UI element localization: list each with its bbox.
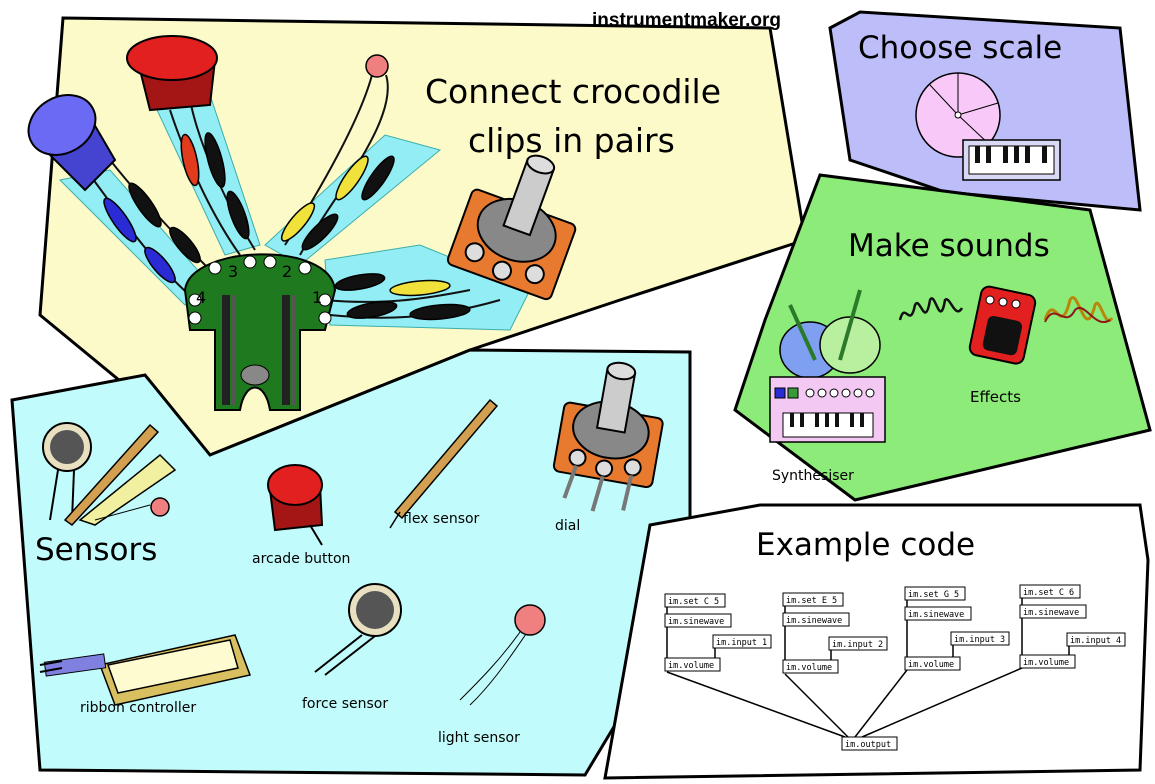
code-sine-2-text: im.sinewave — [786, 616, 842, 626]
ribbon-controller-icon — [39, 634, 252, 706]
patch-cables — [666, 598, 1070, 738]
code-volume-1-text: im.volume — [668, 661, 714, 671]
code-sine-1-box — [664, 613, 732, 628]
code-volume-1-box — [664, 657, 721, 672]
code-title: Example code — [756, 527, 975, 563]
label-dial: dial — [555, 518, 580, 534]
dial-sensor-icon — [552, 361, 664, 512]
flex-sensor-icon — [389, 398, 499, 529]
light-sensor-icon — [459, 604, 546, 706]
code-input-1-box — [712, 634, 772, 649]
board-number-1: 1 — [312, 288, 322, 307]
red-arcade-button — [126, 35, 218, 112]
code-boxes: im.set C 5 im.sinewave im.input 1 im.volume… — [664, 584, 1126, 751]
sensors-panel: Sensors arcade button flex sensor — [10, 348, 692, 777]
pie-dial-icon — [915, 72, 1001, 158]
code-input-4-text: im.input 4 — [1070, 636, 1121, 646]
code-input-4-box — [1066, 632, 1126, 647]
label-force-sensor: force sensor — [302, 696, 388, 712]
code-input-1-text: im.input 1 — [716, 638, 767, 648]
connect-panel: Connect crocodile clips in pairs — [27, 16, 807, 457]
code-input-3-box — [950, 631, 1010, 646]
connect-title-line2: clips in pairs — [468, 121, 675, 160]
code-set-4-text: im.set C 6 — [1023, 588, 1074, 598]
label-flex-sensor: flex sensor — [403, 511, 480, 527]
code-set-2-text: im.set E 5 — [786, 596, 837, 606]
sounds-panel: Make sounds Synthesiser — [733, 173, 1152, 502]
label-light-sensor: light sensor — [438, 730, 520, 746]
connect-title-line1: Connect crocodile — [425, 72, 721, 111]
scale-title: Choose scale — [858, 30, 1062, 66]
label-arcade-button: arcade button — [252, 551, 350, 567]
code-set-1-text: im.set C 5 — [668, 597, 719, 607]
wave-icon — [898, 297, 964, 321]
code-input-2-box — [828, 636, 888, 651]
site-name: instrumentmaker.org — [592, 10, 781, 31]
code-set-3-text: im.set G 5 — [908, 590, 959, 600]
code-sine-4-text: im.sinewave — [1023, 608, 1079, 618]
crocodile-clips — [103, 132, 471, 321]
keyboard-icon — [962, 139, 1061, 181]
board-number-4: 4 — [196, 288, 206, 307]
code-volume-2-text: im.volume — [786, 663, 832, 673]
synth-label: Synthesiser — [772, 468, 854, 484]
code-sine-1-text: im.sinewave — [668, 617, 724, 627]
code-sine-3-text: im.sinewave — [908, 610, 964, 620]
code-volume-4-box — [1019, 654, 1076, 669]
blue-arcade-button — [27, 94, 117, 192]
code-output-text: im.output — [845, 740, 891, 750]
microcontroller-board: 4 3 2 1 — [183, 253, 337, 411]
arcade-button-icon — [267, 464, 324, 546]
code-input-2-text: im.input 2 — [832, 640, 883, 650]
light-sensor-top — [365, 54, 389, 78]
code-volume-3-box — [904, 656, 961, 671]
code-volume-2-box — [782, 659, 839, 674]
code-sine-2-box — [782, 612, 850, 627]
code-output-box — [841, 736, 898, 751]
label-ribbon-controller: ribbon controller — [80, 700, 196, 716]
scale-panel: Choose scale — [828, 10, 1142, 212]
code-input-3-text: im.input 3 — [954, 635, 1005, 645]
code-set-2-box — [782, 592, 844, 607]
distortion-wave-icon — [1043, 296, 1114, 324]
synthesiser-icon — [769, 289, 886, 443]
code-volume-3-text: im.volume — [908, 660, 954, 670]
code-sine-4-box — [1019, 604, 1087, 619]
code-sine-3-box — [904, 606, 972, 621]
code-panel: Example code im.set C 5 im.sinewave im.inp… — [603, 503, 1150, 780]
code-set-1-box — [664, 593, 726, 608]
board-number-2: 2 — [282, 262, 292, 281]
dial-connect — [446, 154, 577, 301]
effects-label: Effects — [970, 388, 1021, 406]
code-volume-4-text: im.volume — [1023, 658, 1069, 668]
board-number-3: 3 — [228, 262, 238, 281]
sensor-cluster-icon — [42, 422, 177, 526]
force-sensor-icon — [314, 583, 402, 676]
code-set-4-box — [1019, 584, 1081, 599]
sounds-title: Make sounds — [848, 228, 1050, 264]
effects-pedal-icon — [968, 285, 1037, 365]
sensors-title: Sensors — [35, 532, 157, 568]
code-set-3-box — [904, 586, 966, 601]
